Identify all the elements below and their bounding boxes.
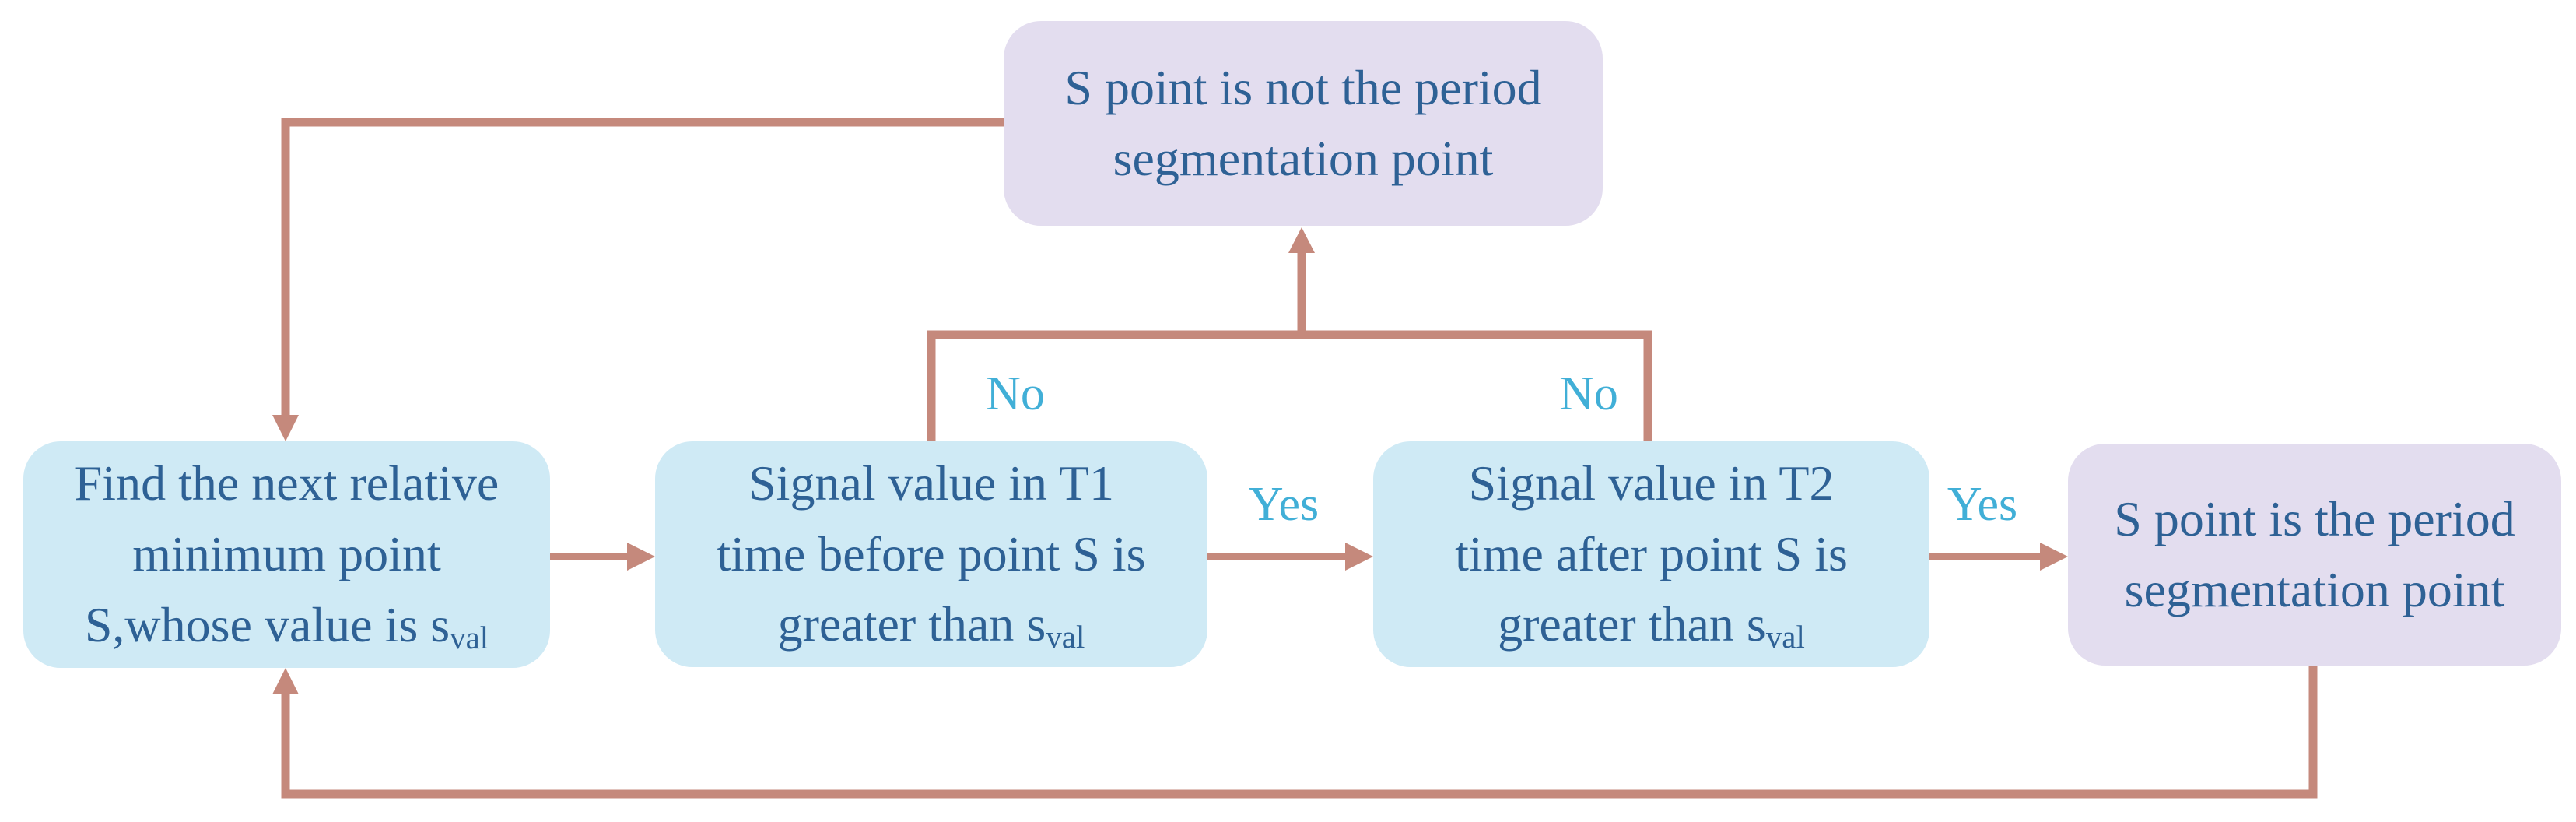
subscript-val: val bbox=[450, 619, 489, 655]
node-text-line: Signal value in T2 bbox=[1468, 455, 1835, 511]
node-text-line: segmentation point bbox=[1113, 130, 1494, 186]
arrowhead-up-into-find bbox=[272, 668, 299, 694]
node-is-period-segmentation: S point is the period segmentation point bbox=[2068, 444, 2561, 666]
node-condition-t2: Signal value in T2 time after point S is… bbox=[1373, 441, 1929, 667]
node-text-line: time before point S is bbox=[717, 525, 1146, 581]
node-text-line: Find the next relative bbox=[74, 455, 499, 511]
node-text-line: Signal value in T1 bbox=[748, 455, 1114, 511]
arrowhead-into-t1 bbox=[627, 543, 655, 571]
edge-t2-to-isperiod bbox=[1929, 543, 2068, 571]
arrowhead-into-t2 bbox=[1345, 543, 1373, 571]
edge-t1-to-t2 bbox=[1207, 543, 1373, 571]
edge-label-no-t1: No bbox=[986, 367, 1045, 420]
arrowhead-up-into-notperiod bbox=[1288, 227, 1315, 253]
node-condition-t1: Signal value in T1 time before point S i… bbox=[655, 441, 1207, 667]
node-text-line: S,whose value is sval bbox=[84, 596, 489, 655]
node-text-line: S point is not the period bbox=[1064, 59, 1542, 115]
node-text-line: time after point S is bbox=[1455, 525, 1848, 581]
node-text-line: S point is the period bbox=[2114, 490, 2515, 546]
edge-label-no-t2: No bbox=[1559, 367, 1618, 420]
edge-no-junction bbox=[927, 227, 1652, 441]
edge-label-yes-t1-t2: Yes bbox=[1248, 478, 1320, 531]
edge-find-to-t1 bbox=[550, 543, 655, 571]
node-find-minimum: Find the next relative minimum point S,w… bbox=[23, 441, 550, 668]
node-text-line: minimum point bbox=[132, 526, 441, 582]
node-text-line: greater than sval bbox=[1498, 596, 1805, 655]
node-text-line: segmentation point bbox=[2124, 561, 2505, 617]
edge-notperiod-to-find bbox=[272, 118, 1004, 441]
subscript-val: val bbox=[1765, 619, 1805, 655]
edge-label-yes-t2-result: Yes bbox=[1947, 478, 2018, 531]
node-text-line: greater than sval bbox=[777, 596, 1085, 655]
edge-isperiod-to-find bbox=[272, 664, 2318, 799]
node-not-period-segmentation: S point is not the period segmentation p… bbox=[1004, 21, 1603, 226]
subscript-val: val bbox=[1046, 619, 1085, 655]
arrowhead-down-into-find bbox=[272, 415, 299, 441]
arrowhead-into-isperiod bbox=[2040, 543, 2068, 571]
